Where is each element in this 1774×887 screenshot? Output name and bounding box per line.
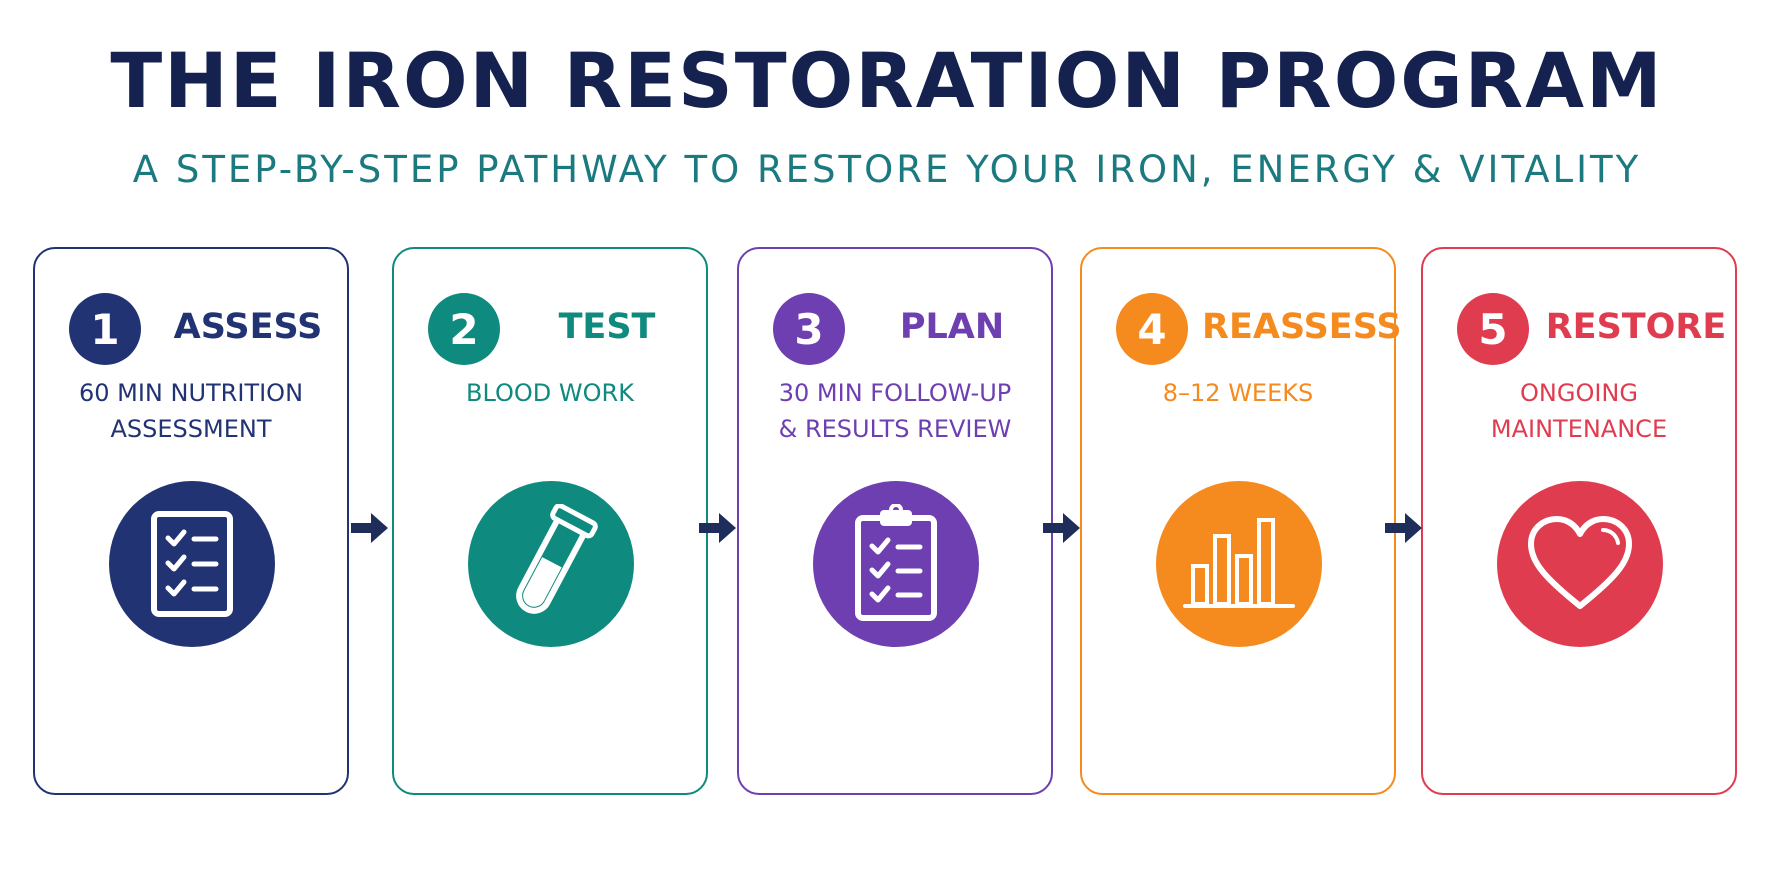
step-card-reassess: 4 REASSESS 8–12 WEEKS [1080,247,1402,795]
test-tube-icon [516,504,598,614]
step-description: 30 MIN FOLLOW-UP & RESULTS REVIEW [745,375,1045,447]
step-description: BLOOD WORK [400,375,700,411]
step-title: ASSESS [173,307,323,347]
step-description-line: 60 MIN NUTRITION [78,379,304,407]
arrow-right-icon [1385,513,1422,543]
arrow-right-icon [699,513,736,543]
page-title: THE IRON RESTORATION PROGRAM [110,36,1664,125]
step-card-restore: 5 RESTORE ONGOING MAINTENANCE [1421,247,1737,795]
step-number-badge: 1 [69,293,141,365]
step-title: REASSESS [1202,307,1402,347]
step-description-line: BLOOD WORK [466,379,634,407]
heart-icon [1528,516,1632,609]
step-icon-circle [468,481,634,647]
step-description-line: ONGOING [1520,379,1638,407]
step-icon-circle [813,481,979,647]
step-title: RESTORE [1545,307,1727,347]
step-number-badge: 5 [1457,293,1529,365]
step-description-line: MAINTENANCE [1490,415,1668,443]
step-description-line: 30 MIN FOLLOW-UP [778,379,1012,407]
step-number-badge: 2 [428,293,500,365]
bar-chart-icon [1183,518,1295,608]
step-number-badge: 3 [773,293,845,365]
page-subtitle: A STEP-BY-STEP PATHWAY TO RESTORE YOUR I… [132,148,1642,191]
step-icon-circle [1497,481,1663,647]
step-description: 8–12 WEEKS [1088,375,1388,411]
arrow-right-icon [1043,513,1080,543]
step-number-badge: 4 [1116,293,1188,365]
clipboard-checklist-icon [855,504,937,621]
step-description: ONGOING MAINTENANCE [1429,375,1729,447]
step-icon-circle [1156,481,1322,647]
checklist-icon [151,511,233,617]
step-description-line: ASSESSMENT [110,415,272,443]
step-title: PLAN [899,307,1005,347]
step-title: TEST [558,307,656,347]
step-card-assess: 1 ASSESS 60 MIN NUTRITION ASSESSMENT [33,247,349,795]
step-description: 60 MIN NUTRITION ASSESSMENT [41,375,341,447]
step-card-test: 2 TEST BLOOD WORK [392,247,708,795]
step-card-plan: 3 PLAN 30 MIN FOLLOW-UP & RESULTS REVIEW [737,247,1053,795]
step-icon-circle [109,481,275,647]
arrow-right-icon [351,513,388,543]
step-description-line: 8–12 WEEKS [1162,379,1314,407]
step-description-line: & RESULTS REVIEW [778,415,1012,443]
